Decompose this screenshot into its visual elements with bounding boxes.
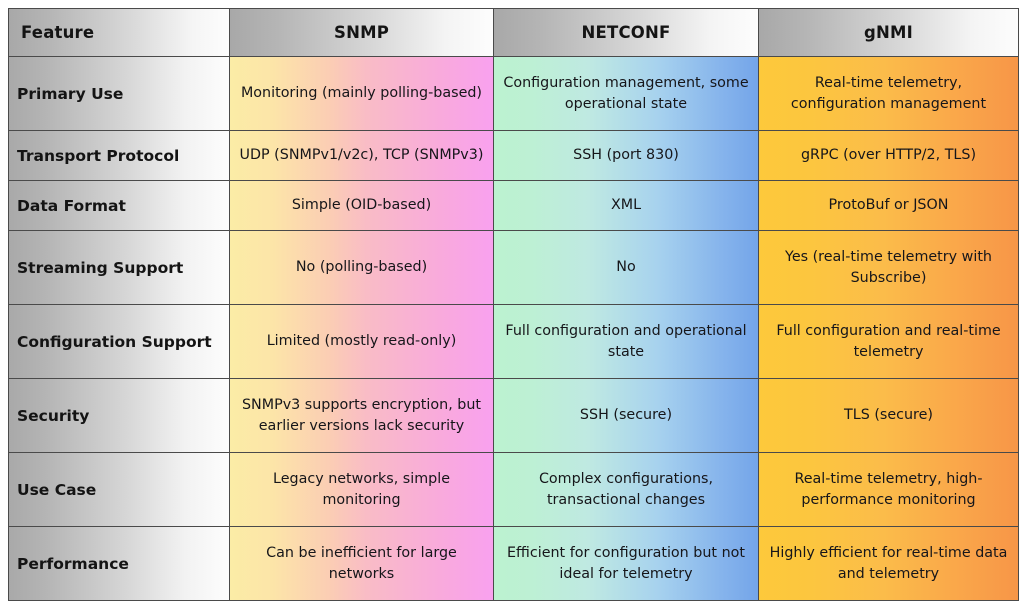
table-row: Configuration Support Limited (mostly re… xyxy=(8,304,1019,379)
row-label-security: Security xyxy=(8,378,230,453)
row-label-configuration-support: Configuration Support xyxy=(8,304,230,379)
table-row: Use Case Legacy networks, simple monitor… xyxy=(8,452,1019,527)
cell-snmp: Monitoring (mainly polling-based) xyxy=(229,56,494,131)
cell-netconf: Configuration management, some operation… xyxy=(493,56,759,131)
column-header-netconf: NETCONF xyxy=(493,8,759,57)
table-row: Streaming Support No (polling-based) No … xyxy=(8,230,1019,305)
column-header-gnmi: gNMI xyxy=(758,8,1019,57)
cell-gnmi: Yes (real-time telemetry with Subscribe) xyxy=(758,230,1019,305)
cell-snmp: Simple (OID-based) xyxy=(229,180,494,231)
table-row: Security SNMPv3 supports encryption, but… xyxy=(8,378,1019,453)
row-label-primary-use: Primary Use xyxy=(8,56,230,131)
cell-snmp: Limited (mostly read-only) xyxy=(229,304,494,379)
cell-netconf: Complex configurations, transactional ch… xyxy=(493,452,759,527)
cell-netconf: Efficient for configuration but not idea… xyxy=(493,526,759,601)
cell-netconf: No xyxy=(493,230,759,305)
table-header: Feature SNMP NETCONF gNMI xyxy=(8,8,1019,57)
comparison-table-container: Feature SNMP NETCONF gNMI Primary Use Mo… xyxy=(8,8,1019,601)
row-label-transport-protocol: Transport Protocol xyxy=(8,130,230,181)
table-row: Transport Protocol UDP (SNMPv1/v2c), TCP… xyxy=(8,130,1019,181)
cell-snmp: Can be inefficient for large networks xyxy=(229,526,494,601)
column-header-feature: Feature xyxy=(8,8,230,57)
column-header-snmp: SNMP xyxy=(229,8,494,57)
cell-snmp: Legacy networks, simple monitoring xyxy=(229,452,494,527)
cell-snmp: SNMPv3 supports encryption, but earlier … xyxy=(229,378,494,453)
cell-gnmi: Real-time telemetry, configuration manag… xyxy=(758,56,1019,131)
header-row: Feature SNMP NETCONF gNMI xyxy=(8,8,1019,57)
cell-gnmi: gRPC (over HTTP/2, TLS) xyxy=(758,130,1019,181)
table-body: Primary Use Monitoring (mainly polling-b… xyxy=(8,56,1019,601)
cell-snmp: UDP (SNMPv1/v2c), TCP (SNMPv3) xyxy=(229,130,494,181)
cell-gnmi: Highly efficient for real-time data and … xyxy=(758,526,1019,601)
protocol-comparison-table: Feature SNMP NETCONF gNMI Primary Use Mo… xyxy=(8,8,1019,601)
cell-gnmi: ProtoBuf or JSON xyxy=(758,180,1019,231)
table-row: Data Format Simple (OID-based) XML Proto… xyxy=(8,180,1019,231)
cell-netconf: SSH (port 830) xyxy=(493,130,759,181)
cell-netconf: XML xyxy=(493,180,759,231)
row-label-streaming-support: Streaming Support xyxy=(8,230,230,305)
row-label-performance: Performance xyxy=(8,526,230,601)
row-label-use-case: Use Case xyxy=(8,452,230,527)
cell-gnmi: TLS (secure) xyxy=(758,378,1019,453)
cell-gnmi: Real-time telemetry, high-performance mo… xyxy=(758,452,1019,527)
table-row: Performance Can be inefficient for large… xyxy=(8,526,1019,601)
cell-gnmi: Full configuration and real-time telemet… xyxy=(758,304,1019,379)
cell-netconf: SSH (secure) xyxy=(493,378,759,453)
cell-snmp: No (polling-based) xyxy=(229,230,494,305)
table-row: Primary Use Monitoring (mainly polling-b… xyxy=(8,56,1019,131)
cell-netconf: Full configuration and operational state xyxy=(493,304,759,379)
row-label-data-format: Data Format xyxy=(8,180,230,231)
